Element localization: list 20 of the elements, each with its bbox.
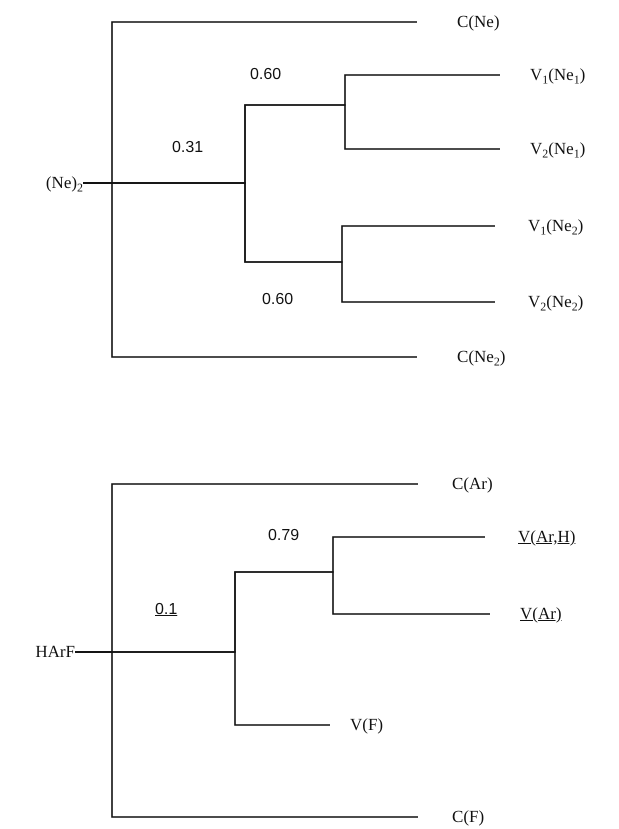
tree-label: V$_{2}$(Ne$_{1}$) xyxy=(500,139,586,159)
tree-branch-line xyxy=(75,651,418,818)
tree-label: C(Ne) xyxy=(417,12,500,32)
tree-label: V$_{1}$(Ne$_{1}$) xyxy=(500,65,586,85)
tree-label: HArF xyxy=(35,642,75,662)
tree-label: V$_{2}$(Ne$_{2}$) xyxy=(495,292,584,312)
tree-branch-line xyxy=(83,182,417,358)
tree-label: (Ne)$_{2}$ xyxy=(46,173,83,193)
branch-value: 0.1 xyxy=(155,600,178,620)
tree-label: V(Ar) xyxy=(490,604,562,624)
tree-label: C(Ne$_{2}$) xyxy=(417,347,506,367)
branch-value: 0.60 xyxy=(262,290,294,310)
tree-label: V$_{1}$(Ne$_{2}$) xyxy=(495,216,584,236)
tree-label: V(Ar,H) xyxy=(485,527,576,547)
branch-value: 0.60 xyxy=(250,65,282,85)
tree-label: C(Ar) xyxy=(418,474,493,494)
branch-value: 0.31 xyxy=(172,138,204,158)
tree-label: C(F) xyxy=(418,807,484,827)
branch-value: 0.79 xyxy=(268,526,300,546)
tree-label: V(F) xyxy=(330,715,384,735)
